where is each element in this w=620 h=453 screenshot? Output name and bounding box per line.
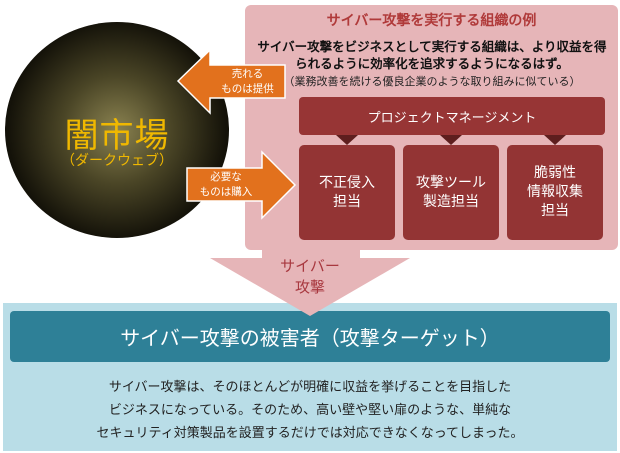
org-note: （業務改善を続ける優良企業のような取り組みに似ている） [283,75,581,88]
attack-label: サイバー 攻撃 [280,257,340,296]
role-intrusion: 不正侵入 担当 [299,145,395,240]
role-tool-making: 攻撃ツール 製造担当 [403,145,499,240]
project-management-box: プロジェクトマネージメント [299,97,605,135]
dark-market-circle [5,22,229,238]
buy-label: 必要な ものは購入 [199,171,253,198]
right-arrow-icon [186,150,297,220]
market-subtitle: （ダークウェブ） [61,153,173,169]
victim-description: サイバー攻撃は、そのほとんどが明確に収益を挙げることを目指した ビジネスになって… [96,380,524,441]
down-triangle-icon [544,135,566,145]
down-triangle-icon [440,135,462,145]
org-description: サイバー攻撃をビジネスとして実行する組織は、より収益を得られるように効率化を追求… [257,39,607,71]
victim-title: サイバー攻撃の被害者（攻撃ターゲット） [10,311,610,362]
down-triangle-icon [336,135,358,145]
sell-label: 売れる ものは提供 [221,68,274,95]
role-vuln-info: 脆弱性 情報収集 担当 [507,145,603,240]
left-arrow-icon [176,48,286,115]
market-title: 闇市場 [64,116,170,156]
org-title: サイバー攻撃を実行する組織の例 [326,13,537,29]
